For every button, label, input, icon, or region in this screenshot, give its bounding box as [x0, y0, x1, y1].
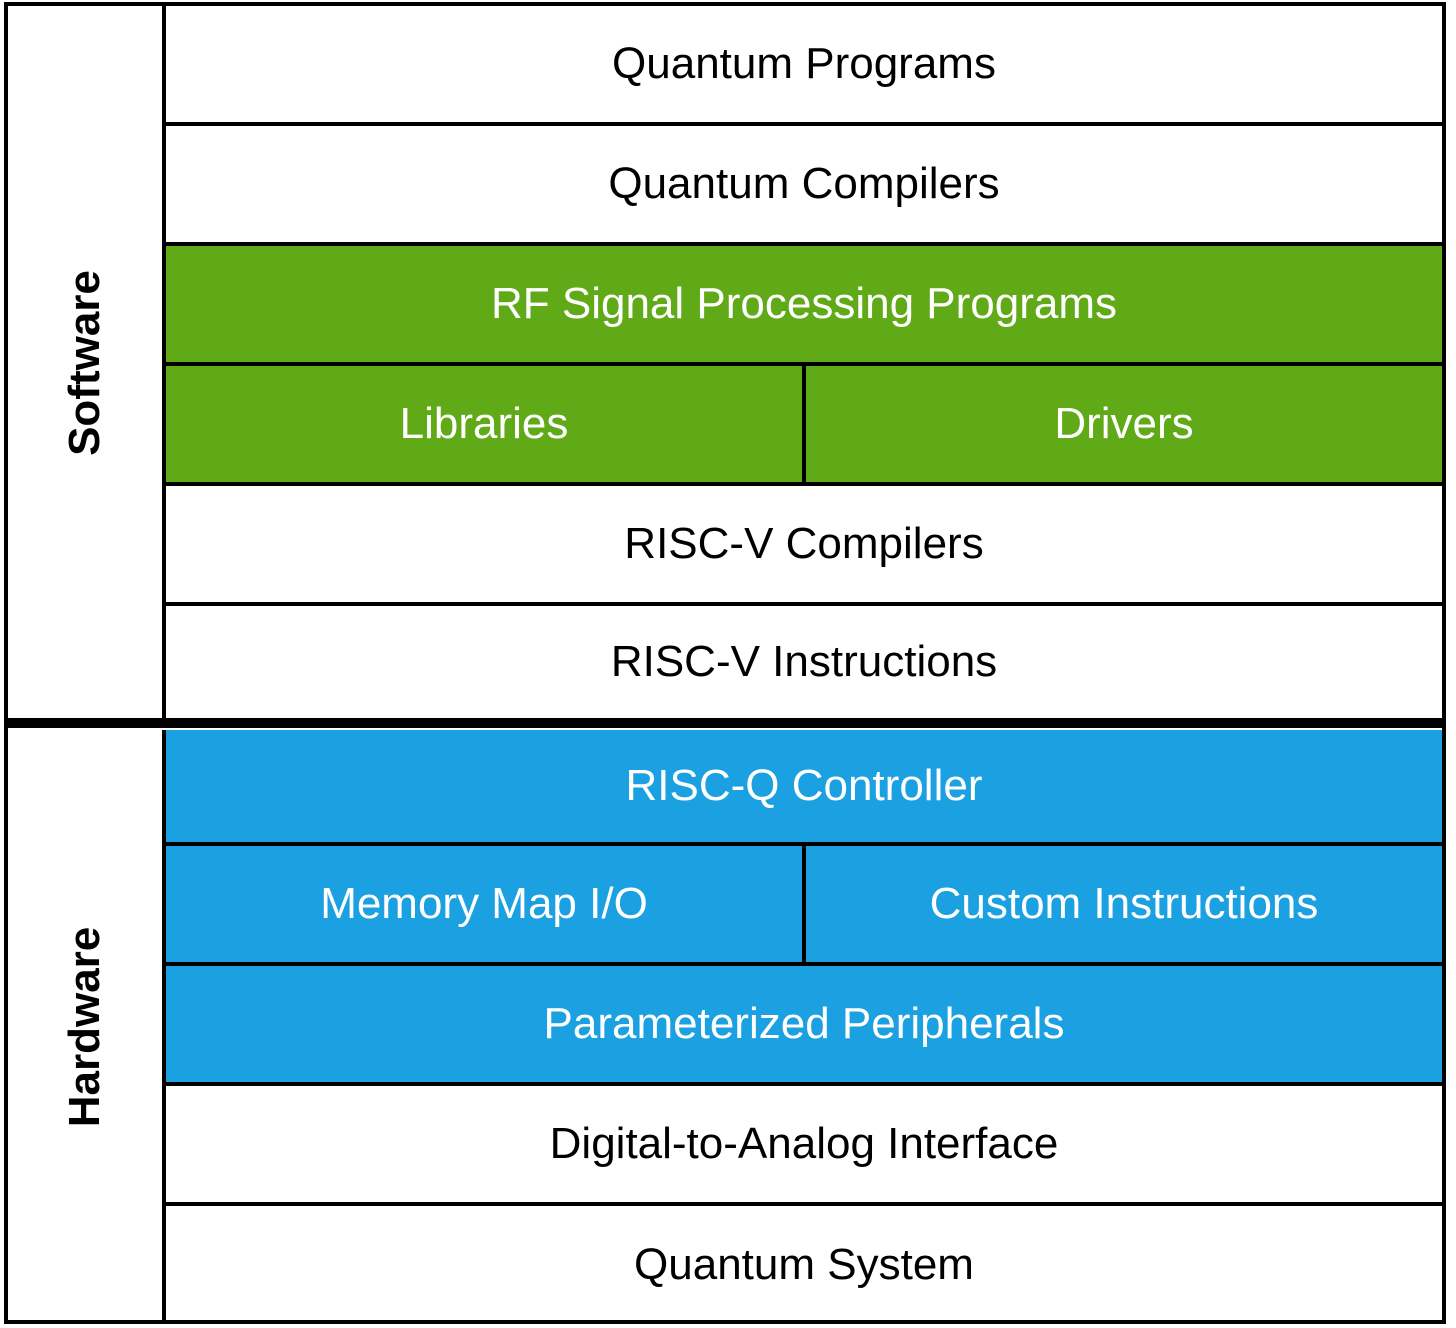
- riscq-controller-box: RISC-Q Controller: [166, 730, 1442, 842]
- riscv-compilers-box: RISC-V Compilers: [624, 519, 984, 568]
- stack-diagram: Software Quantum Programs Quantum Compil…: [4, 2, 1446, 1324]
- layer-quantum-system: Quantum System: [166, 1206, 1442, 1324]
- layer-parameterized-peripherals: Parameterized Peripherals: [166, 966, 1442, 1086]
- hardware-layers: RISC-Q Controller Memory Map I/O Custom …: [166, 730, 1442, 1324]
- layer-quantum-programs: Quantum Programs: [166, 6, 1442, 126]
- quantum-compilers-box: Quantum Compilers: [608, 159, 1000, 208]
- hardware-label: Hardware: [60, 926, 109, 1128]
- software-label: Software: [60, 270, 109, 456]
- hardware-section: Hardware RISC-Q Controller Memory Map I/…: [8, 730, 1442, 1324]
- riscv-instructions-box: RISC-V Instructions: [610, 637, 998, 686]
- rf-signal-processing-box: RF Signal Processing Programs: [166, 246, 1442, 362]
- layer-mmio-custom-instructions: Memory Map I/O Custom Instructions: [166, 846, 1442, 966]
- software-section: Software Quantum Programs Quantum Compil…: [8, 6, 1442, 720]
- libraries-box: Libraries: [166, 366, 802, 482]
- layer-libraries-drivers: Libraries Drivers: [166, 366, 1442, 486]
- memory-map-io-box: Memory Map I/O: [166, 846, 802, 962]
- hardware-side-label: Hardware: [8, 730, 166, 1324]
- quantum-system-box: Quantum System: [634, 1240, 974, 1289]
- quantum-programs-box: Quantum Programs: [612, 39, 996, 88]
- software-layers: Quantum Programs Quantum Compilers RF Si…: [166, 6, 1442, 720]
- custom-instructions-box: Custom Instructions: [802, 846, 1442, 962]
- layer-riscv-instructions: RISC-V Instructions: [166, 606, 1442, 718]
- drivers-box: Drivers: [802, 366, 1442, 482]
- software-side-label: Software: [8, 6, 166, 720]
- digital-to-analog-box: Digital-to-Analog Interface: [549, 1119, 1059, 1168]
- layer-quantum-compilers: Quantum Compilers: [166, 126, 1442, 246]
- layer-riscq-controller: RISC-Q Controller: [166, 730, 1442, 846]
- layer-digital-to-analog: Digital-to-Analog Interface: [166, 1086, 1442, 1206]
- parameterized-peripherals-box: Parameterized Peripherals: [166, 966, 1442, 1082]
- layer-riscv-compilers: RISC-V Compilers: [166, 486, 1442, 606]
- software-hardware-divider: [8, 718, 1442, 728]
- layer-rf-signal-processing: RF Signal Processing Programs: [166, 246, 1442, 366]
